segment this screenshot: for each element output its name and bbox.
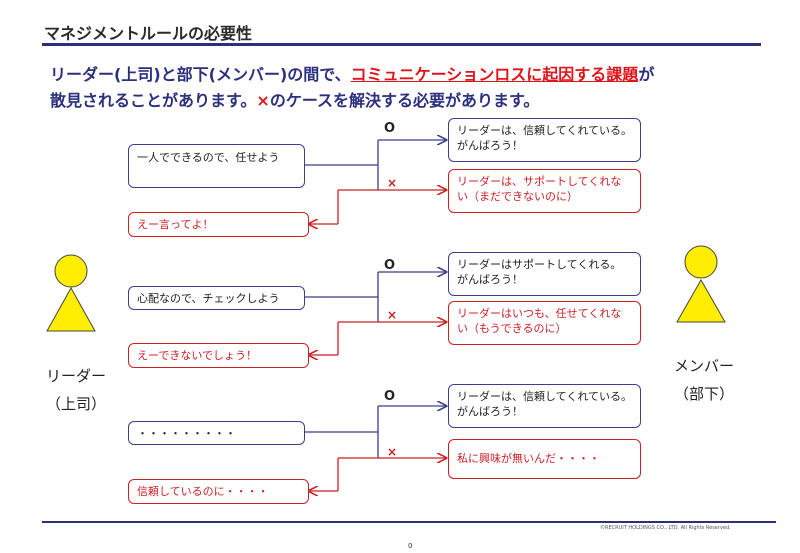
case-3-good-mark: O <box>384 389 396 404</box>
leader-label: リーダー （上司） <box>46 362 106 418</box>
case-3-bad-response: 私に興味が無いんだ・・・・ <box>448 439 641 479</box>
case-1-good-response: リーダーは、信頼してくれている。がんばろう！ <box>448 118 641 162</box>
headline-text-2: が <box>638 65 655 84</box>
member-label: メンバー （部下） <box>674 352 734 408</box>
case-3-bad-mark: × <box>387 445 398 459</box>
case-2-good-mark: O <box>384 258 396 273</box>
copyright: ©RECRUIT HOLDINGS CO., LTD. All Rights R… <box>600 525 731 531</box>
title-underline <box>42 43 761 46</box>
case-1-bad-response: リーダーは、サポートしてくれない（まだできないのに） <box>448 169 641 213</box>
case-2-good-response: リーダーはサポートしてくれる。がんばろう！ <box>448 252 641 296</box>
case-2-leader-says: 心配なので、チェックしよう <box>128 286 305 310</box>
headline-text-4: のケースを解決する必要があります。 <box>269 91 540 110</box>
case-1-connectors <box>305 140 446 224</box>
headline: リーダー(上司)と部下(メンバー)の間で、コミュニケーションロスに起因する課題が… <box>50 62 770 114</box>
leader-label-line1: リーダー <box>46 367 107 385</box>
case-1-leader-says: 一人でできるので、任せよう <box>128 144 305 188</box>
case-3-connectors <box>305 406 446 491</box>
page-title: マネジメントルールの必要性 <box>44 24 253 43</box>
case-3-leader-says: ・・・・・・・・・ <box>128 421 305 445</box>
case-2-bad-mark: × <box>387 308 398 322</box>
case-1-member-says: えー言ってよ！ <box>128 212 309 237</box>
page-number: 0 <box>408 542 413 550</box>
leader-figure-icon <box>46 254 96 332</box>
case-2-member-says: えーできないでしょう！ <box>128 343 309 368</box>
headline-text-1: リーダー(上司)と部下(メンバー)の間で、 <box>50 65 351 84</box>
member-figure-icon <box>676 245 726 323</box>
headline-text-3: 散見されることがあります。 <box>50 91 257 110</box>
case-2-connectors <box>305 272 446 355</box>
headline-x-mark: × <box>256 91 270 110</box>
case-3-member-says: 信頼しているのに・・・・ <box>128 479 309 504</box>
member-label-line1: メンバー <box>674 357 735 375</box>
member-label-line2: （部下） <box>674 385 735 403</box>
footer-rule <box>42 521 776 523</box>
case-1-good-mark: O <box>384 121 396 136</box>
case-3-good-response: リーダーは、信頼してくれている。がんばろう！ <box>448 384 641 428</box>
case-1-bad-mark: × <box>387 176 398 190</box>
leader-label-line2: （上司） <box>46 395 107 413</box>
case-2-bad-response: リーダーはいつも、任せてくれない（もうできるのに） <box>448 301 641 345</box>
headline-highlight: コミュニケーションロスに起因する課題 <box>350 65 639 84</box>
